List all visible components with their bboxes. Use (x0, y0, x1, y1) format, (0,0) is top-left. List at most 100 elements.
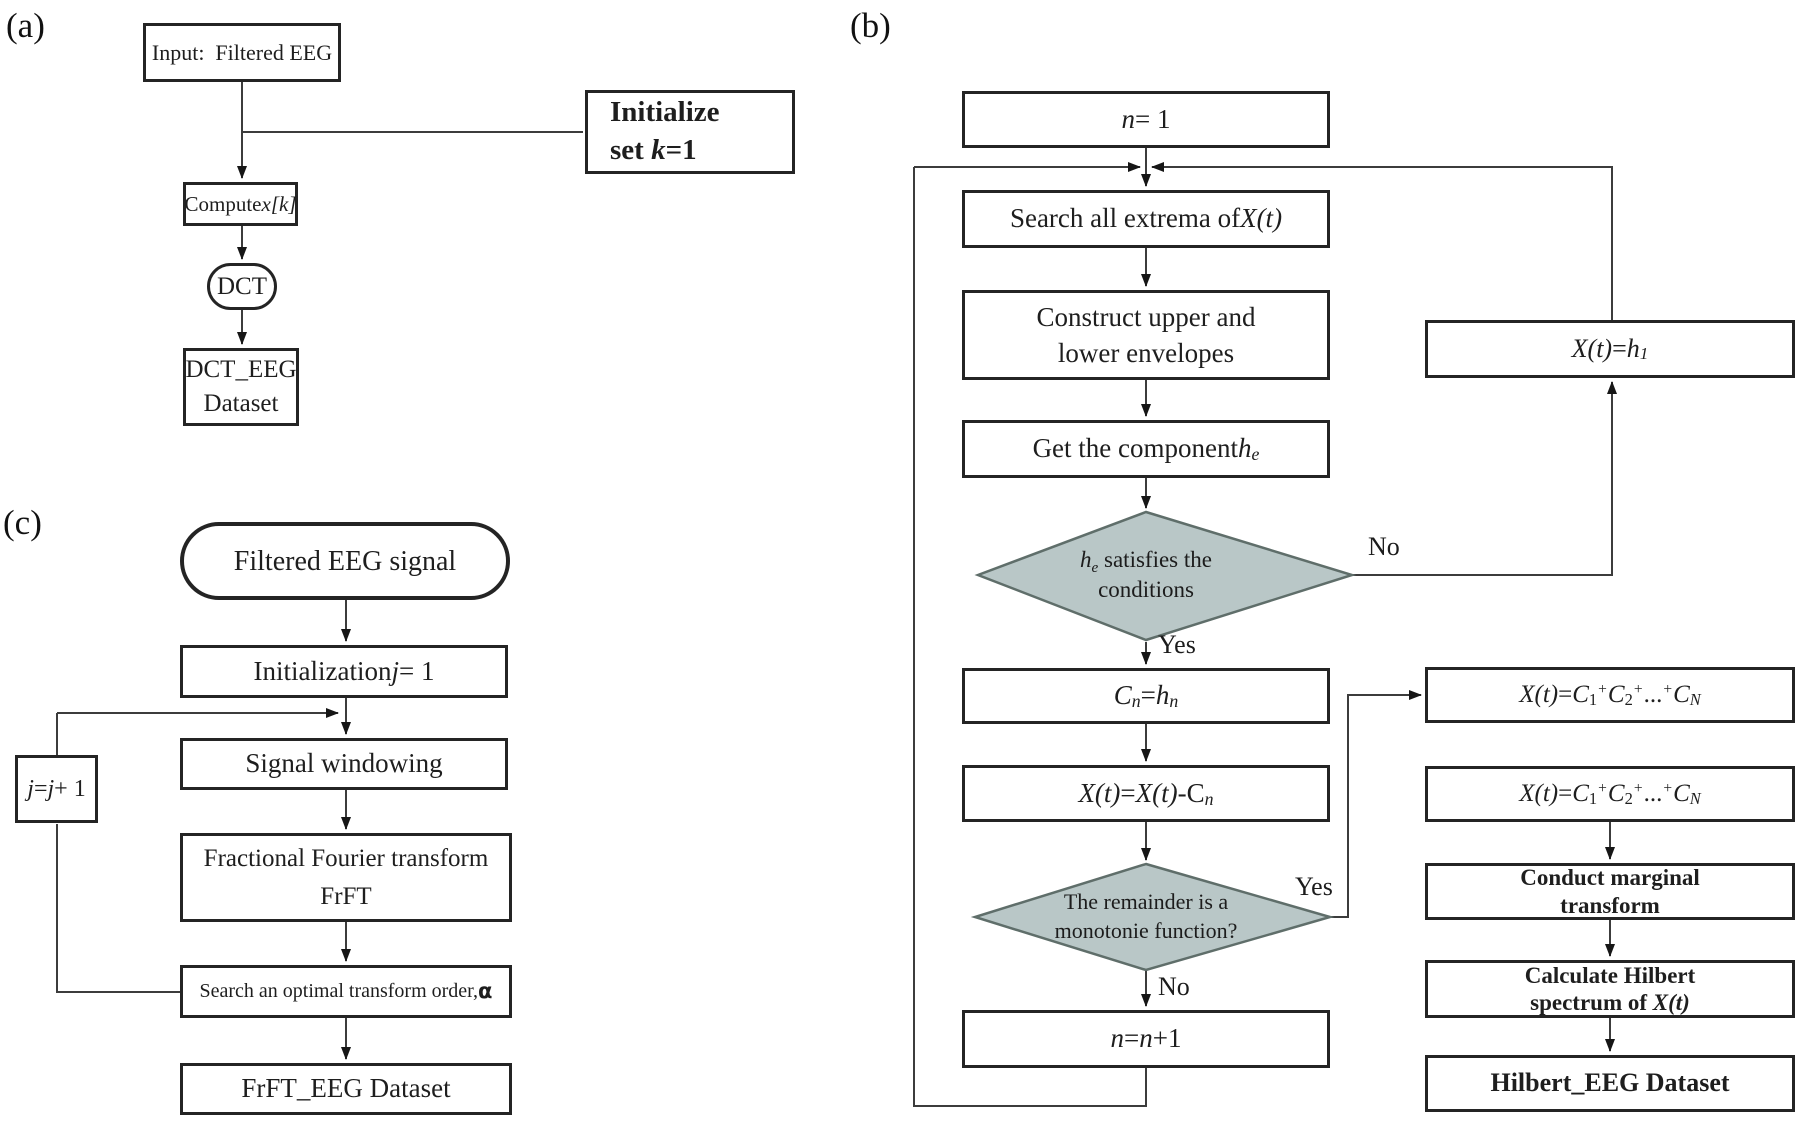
node-text: Signal windowing (245, 748, 443, 779)
node-text-line: Construct upper and (1036, 301, 1256, 332)
text-run: Initialization (253, 655, 392, 686)
text-run: = (1558, 681, 1573, 709)
node-text-line: Fractional Fourier transform (203, 845, 489, 872)
connector-b-loop-rail (913, 167, 1147, 1107)
node-n-plus-1: n = n+1 (962, 1010, 1330, 1068)
diamond-remainder-monotonic (970, 862, 1335, 972)
plus-sign: + (1663, 680, 1673, 698)
node-text-line: Dataset (203, 390, 279, 417)
node-conduct-marginal-transform: Conduct marginal transform (1425, 863, 1795, 920)
node-text-line: lower envelopes (1057, 338, 1235, 368)
var-c: C (1113, 680, 1132, 711)
text-run: = (1612, 333, 1627, 363)
node-text-line: spectrum of X(t) (1530, 989, 1690, 1016)
node-text-line: Conduct marginal (1520, 865, 1700, 891)
var-h: h (1626, 333, 1640, 363)
var-c: C (1186, 777, 1205, 808)
connector-c-search-to-increment (56, 824, 180, 993)
var-n: n (1139, 1023, 1153, 1054)
label-no-1: No (1368, 532, 1400, 561)
node-frft-transform: Fractional Fourier transform FrFT (180, 833, 512, 922)
diamond2-text: The remainder is a monotonie function? (1016, 888, 1276, 945)
plus-sign: + (1598, 680, 1607, 698)
var-j: j (27, 776, 34, 802)
diamond-he-satisfies-conditions (974, 510, 1357, 642)
label-no-2: No (1158, 972, 1190, 1001)
node-signal-windowing: Signal windowing (180, 738, 508, 790)
var-xk: x[k] (261, 191, 297, 216)
panel-b-label: (b) (850, 6, 891, 45)
ellipsis: ... (1643, 681, 1663, 709)
node-input-filtered-eeg: Input: Filtered EEG (143, 23, 341, 82)
text-run: satisfies the (1098, 547, 1212, 572)
node-text: Filtered EEG signal (233, 545, 457, 577)
diamond1-text: he satisfies the conditions (1026, 545, 1266, 605)
var-xt: X(t) (1519, 681, 1559, 709)
var-alpha: α (478, 979, 493, 1004)
text-run: = (1140, 680, 1156, 711)
var-xt: X(t) (1519, 780, 1559, 808)
connector-b-diamond2-yes (1330, 690, 1422, 918)
text-run: = (1120, 777, 1136, 808)
text-run: = (1558, 780, 1573, 808)
var-j: j (47, 776, 55, 802)
node-frft-eeg-dataset: FrFT_EEG Dataset (180, 1063, 512, 1115)
node-text: DCT (217, 272, 267, 300)
node-increment-j: j = j + 1 (15, 755, 98, 823)
text-run: = 1 (1135, 103, 1171, 134)
text-run: = 1 (398, 655, 435, 686)
node-text: Hilbert_EEG Dataset (1490, 1068, 1730, 1098)
sub-e: e (1091, 558, 1099, 576)
node-search-optimal-order: Search an optimal transform order, α (180, 965, 512, 1018)
label-yes-2: Yes (1295, 872, 1333, 901)
panel-c-label: (c) (3, 503, 42, 542)
var-xt: X(t) (1571, 333, 1613, 363)
var-h: h (1238, 433, 1252, 464)
node-text-line: DCT_EEG (185, 356, 297, 384)
node-dct: DCT (207, 263, 277, 310)
var-xt: X(t) (1652, 990, 1690, 1015)
text-run: Search an optimal transform order, (199, 980, 479, 1002)
var-n: n (1110, 1023, 1125, 1054)
text-run: = (1124, 1023, 1140, 1054)
node-text: FrFT_EEG Dataset (241, 1073, 451, 1104)
node-initialization-j1: Initialization j = 1 (180, 645, 508, 698)
text-run: Search all extrema of (1009, 203, 1241, 234)
node-calculate-hilbert-spectrum: Calculate Hilbert spectrum of X(t) (1425, 960, 1795, 1018)
text-run: Get the component (1032, 433, 1239, 464)
var-c: C (1607, 681, 1625, 709)
text-run: +1 (1152, 1023, 1182, 1054)
node-hilbert-eeg-dataset: Hilbert_EEG Dataset (1425, 1055, 1795, 1112)
label-yes-1: Yes (1158, 630, 1196, 659)
plus-sign: + (1663, 779, 1673, 797)
plus-sign: + (1633, 779, 1643, 797)
node-search-extrema: Search all extrema of X(t) (962, 190, 1330, 248)
var-h: h (1155, 680, 1170, 711)
node-text-line: set k=1 (610, 132, 697, 170)
node-text: Input: Filtered EEG (151, 39, 333, 65)
var-h: h (1080, 547, 1092, 572)
var-xt: X(t) (1135, 777, 1178, 808)
node-dct-eeg-dataset: DCT_EEG Dataset (183, 348, 299, 426)
var-xt: X(t) (1240, 203, 1283, 234)
node-text-line: Calculate Hilbert (1524, 962, 1696, 988)
text-run: =1 (665, 134, 697, 166)
var-c: C (1673, 681, 1690, 709)
text-run: set (610, 134, 652, 166)
connector-b-xth1-top-to-junction (1151, 162, 1613, 320)
text-run: Compute (184, 191, 262, 216)
node-text-line: FrFT (320, 882, 372, 910)
text-run: - (1177, 777, 1187, 808)
ellipsis: ... (1643, 780, 1663, 808)
var-j: j (391, 655, 399, 686)
node-text-line: Initialize (610, 96, 720, 129)
plus-sign: + (1598, 779, 1607, 797)
node-initialize-set-k: Initialize set k=1 (585, 90, 795, 174)
node-filtered-eeg-signal: Filtered EEG signal (180, 522, 510, 600)
